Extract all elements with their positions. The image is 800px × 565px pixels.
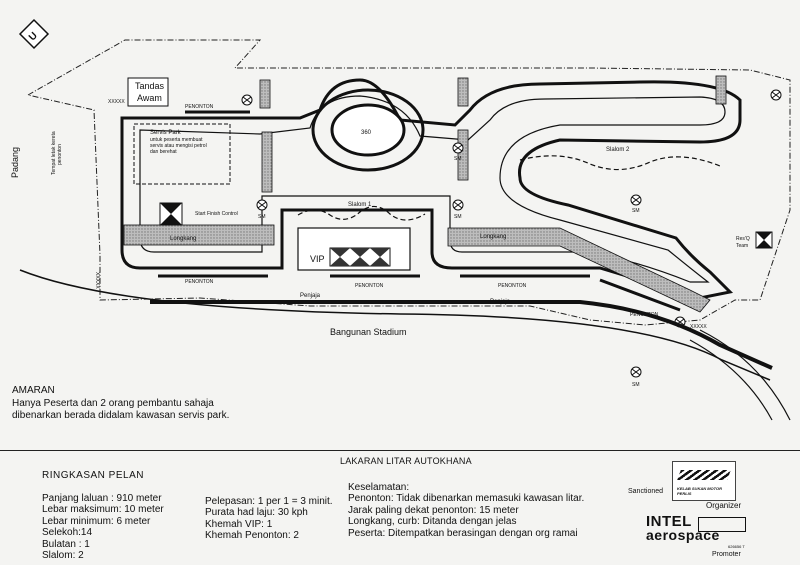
summary-title: LAKARAN LITAR AUTOKHANA — [340, 456, 472, 466]
rescue-team-icon — [755, 231, 773, 249]
summary-column-1: Panjang laluan : 910 meter Lebar maksimu… — [42, 493, 164, 561]
slalom-2-label: Slalom 2 — [606, 147, 630, 153]
spectator-label-right: PENONTON — [498, 283, 527, 289]
summary-item: Lebar minimum: 6 meter — [42, 515, 151, 527]
summary-item: Bulatan : 1 — [42, 538, 90, 550]
registration-number: 626656 T — [728, 544, 745, 549]
stadium-path — [19, 269, 771, 381]
roundabout: 360 — [311, 88, 425, 172]
summary-heading: RINGKASAN PELAN — [42, 470, 144, 481]
barrier-marks: XXXXX — [690, 324, 707, 330]
warning-block: AMARAN Hanya Peserta dan 2 orang pembant… — [12, 385, 229, 423]
service-park-line-2: servis atau mengisi petrol — [150, 143, 207, 149]
marshal-label: SM — [454, 156, 462, 162]
organizer-label: Organizer — [706, 501, 742, 510]
slalom-1-path — [297, 205, 426, 221]
rescue-team-label-line-1: Res'Q — [736, 236, 750, 242]
drain-label-left: Longkang — [170, 236, 196, 242]
intel-logo-box — [698, 517, 746, 532]
spectator-label-middle: PENONTON — [355, 283, 384, 289]
summary-item: Pelepasan: 1 per 1 = 3 minit. — [205, 496, 333, 507]
start-finish-label: Start Finish Control — [195, 211, 238, 217]
summary-item: Lebar maksimum: 10 meter — [42, 504, 164, 516]
warning-line-1: Hanya Peserta dan 2 orang pembantu sahaj… — [12, 397, 214, 409]
summary-item: Khemah Penonton: 2 — [205, 530, 299, 542]
stadium-building-edge — [150, 300, 773, 370]
marshal-label: SM — [454, 214, 462, 220]
vip-tent-icon — [329, 247, 391, 267]
stadium-label: Bangunan Stadium — [330, 327, 407, 337]
spectator-label-top: PENONTON — [185, 104, 214, 110]
barrier-marks: XXXXX — [94, 272, 100, 289]
roundabout-label: 360 — [361, 130, 372, 136]
service-park-line-1: untuk peserta membuat — [150, 137, 203, 143]
sanctioned-label: Sanctioned — [628, 488, 664, 495]
toilet-label-line-1: Tandas — [135, 81, 165, 91]
service-park-area — [133, 123, 231, 185]
vendor-label: Penjaja — [300, 293, 321, 299]
vip-label: VIP — [310, 254, 325, 264]
field-label: Padang — [10, 147, 20, 178]
parking-label-line-2: penonton — [57, 144, 63, 165]
summary-item: Panjang laluan : 910 meter — [42, 493, 162, 504]
summary-item: Selekoh:14 — [42, 527, 93, 539]
parking-label-line-1: Tempat letak kereta — [51, 131, 57, 175]
aerospace-logo-text: aerospace — [646, 527, 720, 543]
summary-item: Jarak paling dekat penonton: 15 meter — [348, 504, 519, 516]
summary-item: Purata had laju: 30 kph — [205, 507, 308, 519]
summary-item: Penonton: Tidak dibenarkan memasuki kawa… — [348, 493, 585, 505]
summary-column-3: Keselamatan: Penonton: Tidak dibenarkan … — [348, 482, 584, 539]
intel-logo-text: INTEL — [646, 513, 692, 530]
service-park-line-3: dan berehat — [150, 149, 177, 155]
summary-item: Keselamatan: — [348, 482, 410, 493]
slalom-1-label: Slalom 1 — [348, 202, 372, 208]
circuit-boundary — [27, 39, 791, 326]
club-logo: KELAB SUKAN MOTOR PERLIS — [672, 461, 736, 501]
summary-item: Khemah VIP: 1 — [205, 518, 273, 530]
marshal-label: SM — [258, 214, 266, 220]
vendor-label: Penjaja — [490, 299, 511, 305]
drain-right — [447, 227, 711, 313]
service-park-title: Servis Park — [150, 130, 182, 136]
summary-item: Peserta: Ditempatkan berasingan dengan o… — [348, 527, 578, 539]
marshal-label: SM — [632, 208, 640, 214]
club-logo-stripes — [677, 470, 731, 480]
start-finish-control-icon — [159, 202, 183, 226]
summary-item: Longkang, curb: Ditanda dengan jelas — [348, 516, 517, 528]
marshal-post-icon — [241, 89, 782, 378]
rescue-team-label-line-2: Team — [736, 243, 748, 249]
slalom-2-path — [519, 155, 721, 171]
summary-panel: LAKARAN LITAR AUTOKHANA RINGKASAN PELAN … — [0, 450, 800, 565]
marshal-label: SM — [632, 382, 640, 388]
club-logo-text: KELAB SUKAN MOTOR PERLIS — [677, 486, 723, 496]
toilet-box — [127, 77, 169, 107]
summary-column-2: Pelepasan: 1 per 1 = 3 minit. Purata had… — [205, 496, 333, 542]
barrier-marks: XXXXX — [108, 99, 125, 105]
toilet-label-line-2: Awam — [137, 93, 162, 103]
summary-item: Slalom: 2 — [42, 550, 84, 562]
warning-line-2: dibenarkan berada didalam kawasan servis… — [12, 410, 230, 421]
promoter-label: Promoter — [712, 551, 741, 558]
drain-label-right: Longkang — [480, 234, 506, 240]
spectator-label-left: PENONTON — [185, 279, 214, 285]
drain-left — [123, 224, 275, 246]
warning-title: AMARAN — [12, 385, 55, 396]
track-inner-edge — [139, 95, 726, 283]
north-compass-icon: U — [18, 18, 50, 50]
circuit-map: U 360 Servis Park untuk peserta membuat … — [10, 18, 791, 421]
